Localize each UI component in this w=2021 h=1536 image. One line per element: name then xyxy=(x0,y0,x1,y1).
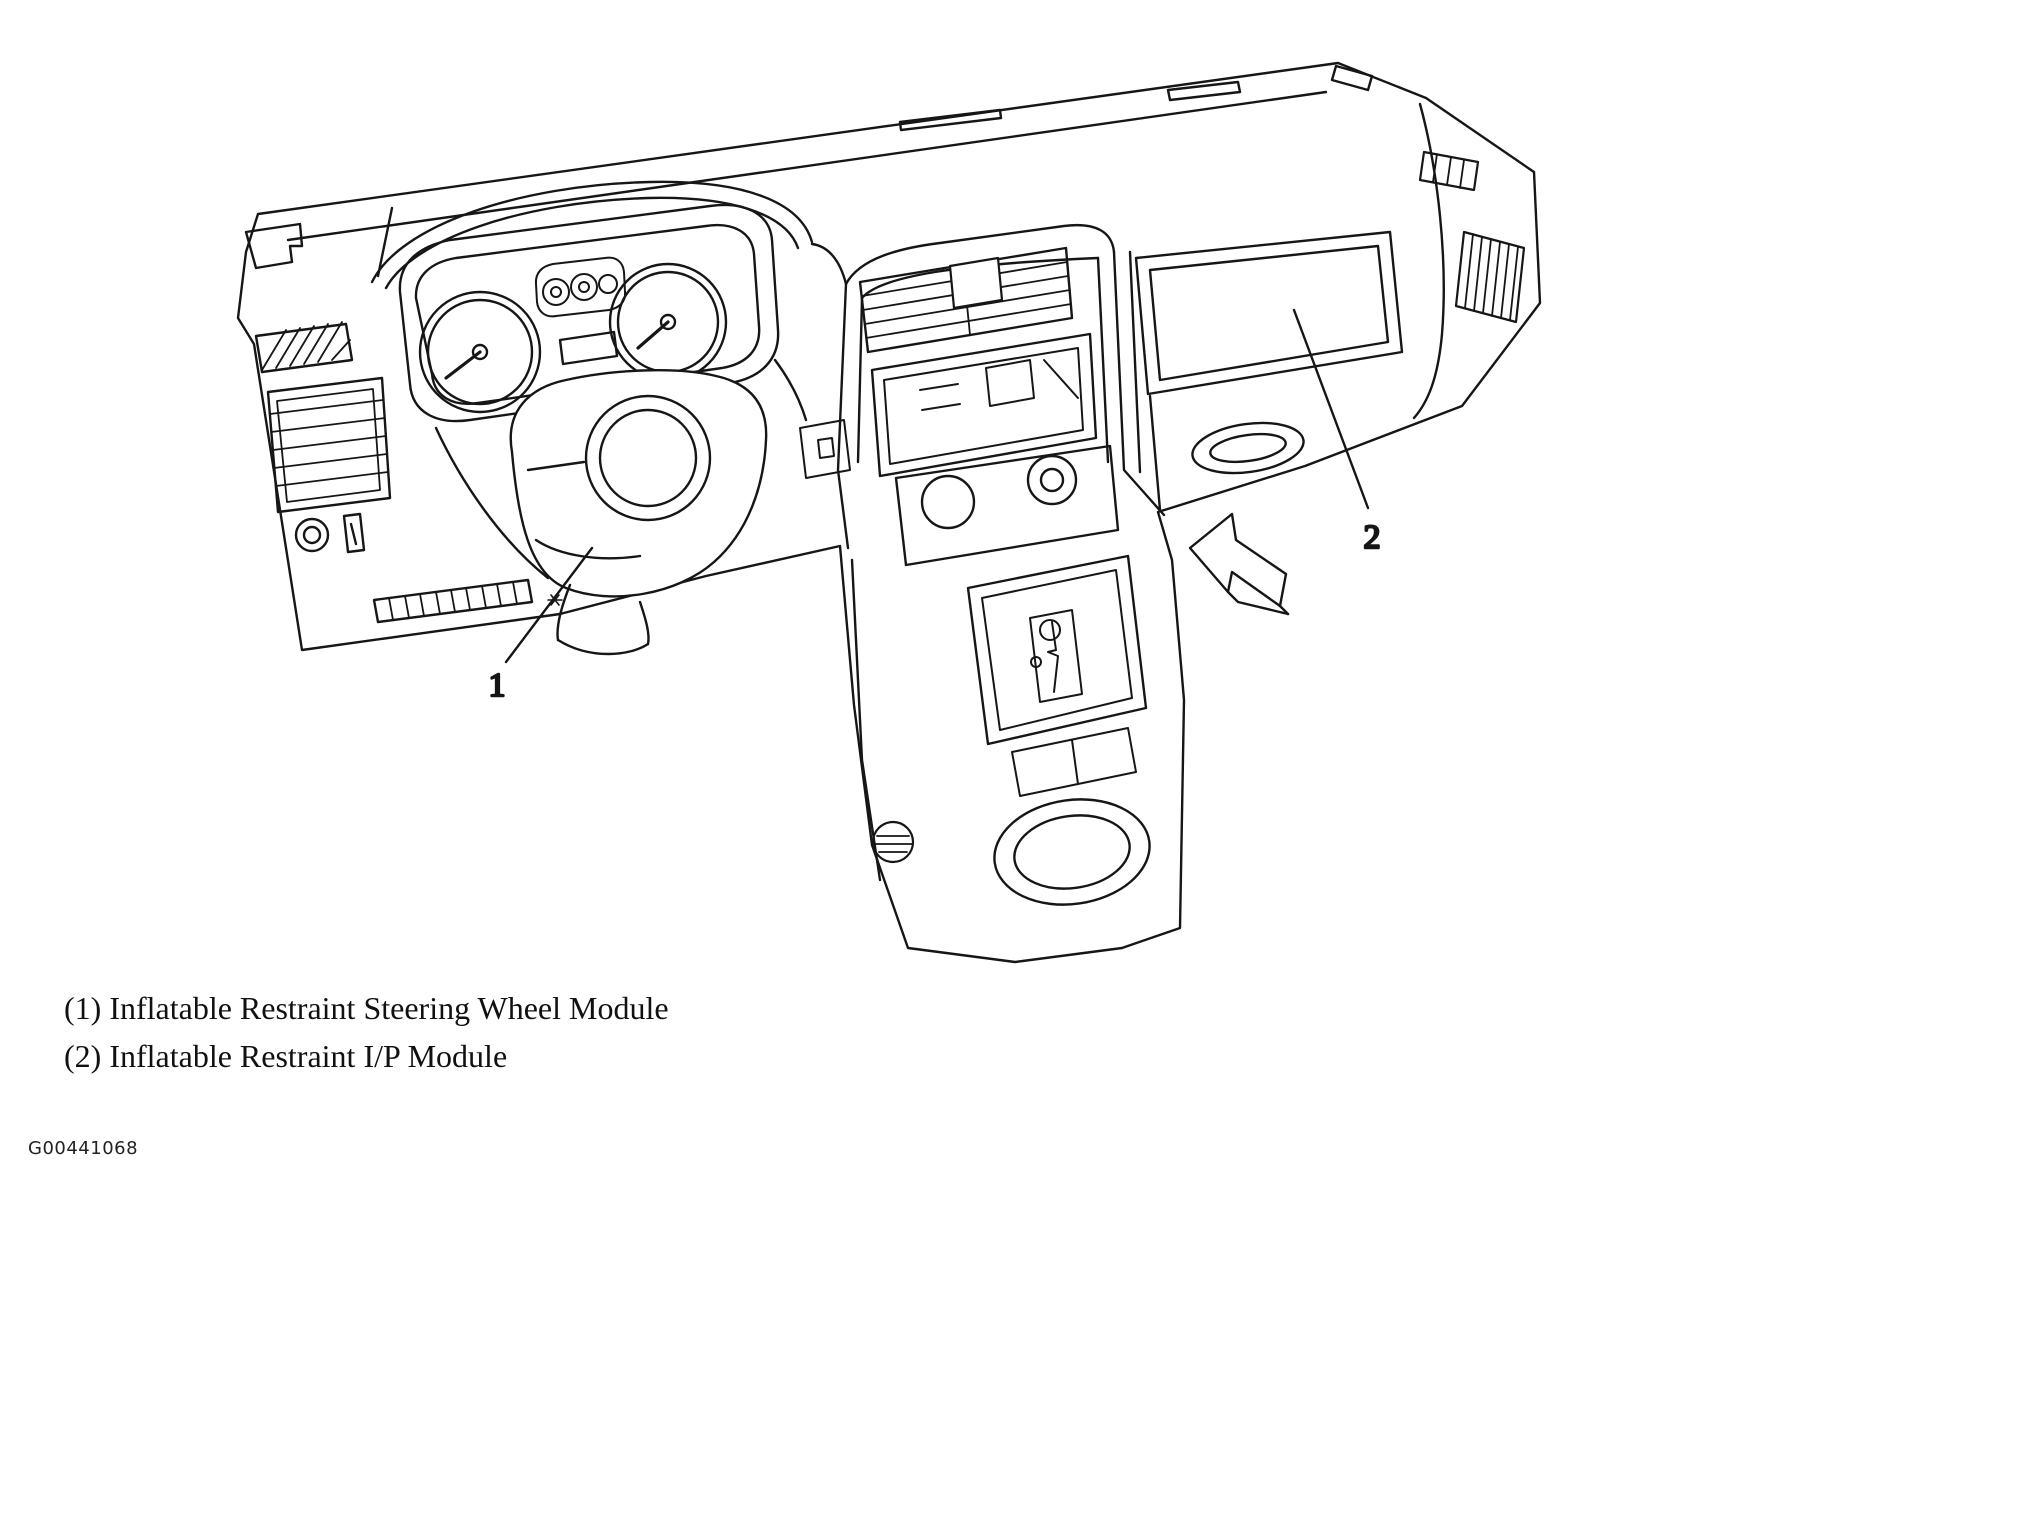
instrument-cluster xyxy=(370,180,814,423)
gear-shifter xyxy=(966,554,1148,746)
upper-right-vent xyxy=(1418,150,1480,192)
callout-1-leader xyxy=(504,546,594,664)
callouts: 1 2 xyxy=(487,308,1382,705)
dash-body-outline xyxy=(236,61,1542,964)
small-speaker xyxy=(871,820,915,864)
caption-ip-module: (2) Inflatable Restraint I/P Module xyxy=(64,1038,508,1074)
hvac-controls xyxy=(894,444,1120,567)
center-vents xyxy=(858,246,1074,354)
cup-holder-tray xyxy=(1011,727,1137,797)
switch-box xyxy=(799,419,851,479)
caption-block: (1) Inflatable Restraint Steering Wheel … xyxy=(64,984,669,1080)
ribbed-trim-strip xyxy=(372,578,534,624)
console-speaker xyxy=(993,798,1151,906)
ip-airbag-area xyxy=(1128,150,1526,475)
callout-2-leader xyxy=(1292,308,1370,510)
callout-1-label: 1 xyxy=(489,667,506,704)
right-side-vent xyxy=(1454,230,1526,324)
callout-2-label: 2 xyxy=(1364,519,1381,556)
door-pull-handle xyxy=(1191,421,1305,475)
steering-wheel-airbag-module xyxy=(509,369,851,656)
left-dash-panel xyxy=(244,222,563,624)
forward-direction-arrow xyxy=(1188,512,1290,616)
figure-code: G00441068 xyxy=(28,1138,139,1159)
center-stack xyxy=(836,223,1166,906)
speedometer-gauge xyxy=(418,290,542,414)
left-panel-knobs xyxy=(294,512,366,554)
screw-mark xyxy=(547,594,563,606)
odometer-window xyxy=(558,330,619,366)
left-vent-stack xyxy=(266,376,392,514)
mini-gauge-pod xyxy=(534,256,627,318)
radio-cavity xyxy=(870,332,1098,478)
left-grille-hatched xyxy=(254,321,354,374)
caption-steering-wheel-module: (1) Inflatable Restraint Steering Wheel … xyxy=(64,990,669,1026)
